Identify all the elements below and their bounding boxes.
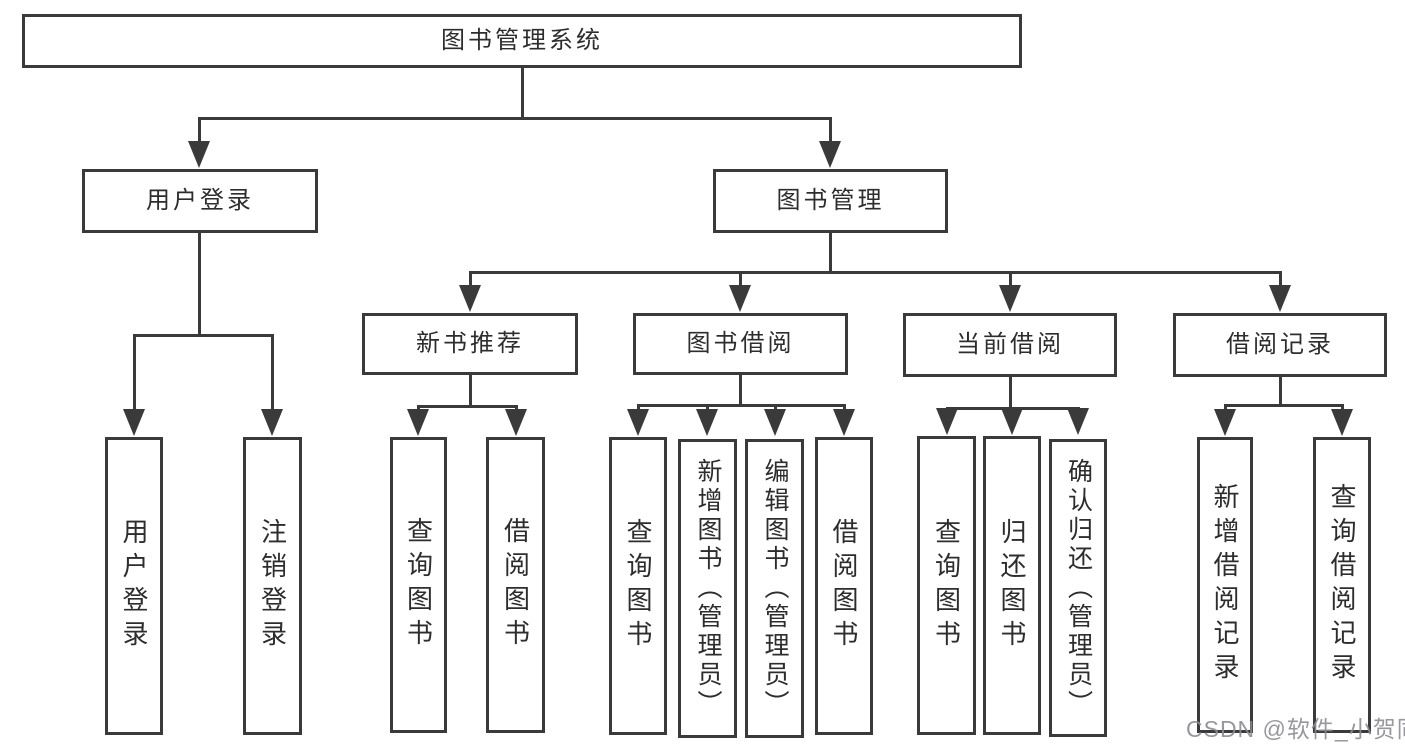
arrow-down-icon <box>729 285 751 312</box>
node-label-root: 图书管理系统 <box>441 27 603 54</box>
node-return-books: 归还图书 <box>983 436 1041 735</box>
node-add-books-admin: 新增图书（管理员） <box>678 439 737 738</box>
arrow-down-icon <box>1214 409 1236 436</box>
node-label-borrow-books-2: 借阅图书 <box>829 518 859 654</box>
arrow-down-icon <box>1001 408 1023 435</box>
connector-drop <box>1278 272 1282 291</box>
node-label-user-login-action: 用户登录 <box>119 518 149 654</box>
connector-stem <box>1278 377 1282 407</box>
connector-bar <box>132 333 274 337</box>
node-label-book-management: 图书管理 <box>776 187 885 214</box>
arrow-down-icon <box>936 408 958 435</box>
node-borrow-books-2: 借阅图书 <box>815 437 873 735</box>
connector-stem <box>1008 377 1012 410</box>
node-label-borrowing-records: 借阅记录 <box>1226 331 1334 358</box>
node-query-books-1: 查询图书 <box>390 437 447 733</box>
node-label-query-borrow-record: 查询借阅记录 <box>1327 483 1357 687</box>
node-query-borrow-record: 查询借阅记录 <box>1313 437 1371 733</box>
arrow-down-icon <box>627 409 649 436</box>
node-label-logout-action: 注销登录 <box>257 518 288 654</box>
arrow-down-icon <box>1269 285 1291 312</box>
node-add-borrow-record: 新增借阅记录 <box>1197 437 1253 733</box>
arrow-down-icon <box>833 409 855 436</box>
node-label-add-borrow-record: 新增借阅记录 <box>1210 483 1240 687</box>
connector-stem <box>468 375 472 408</box>
connector-bar <box>1223 403 1344 407</box>
node-label-confirm-return-admin: 确认归还（管理员） <box>1064 457 1093 719</box>
node-root: 图书管理系统 <box>22 14 1022 68</box>
connector-drop <box>828 118 832 147</box>
arrow-down-icon <box>407 409 429 436</box>
node-label-return-books: 归还图书 <box>997 517 1027 654</box>
connector-drop <box>197 118 201 147</box>
arrow-down-icon <box>123 409 145 436</box>
connector-drop <box>132 335 136 415</box>
arrow-down-icon <box>1331 409 1353 436</box>
node-logout-action: 注销登录 <box>243 437 302 735</box>
connector-bar <box>636 403 846 407</box>
node-query-books-3: 查询图书 <box>917 436 976 735</box>
node-label-borrow-books-1: 借阅图书 <box>500 517 531 653</box>
node-book-management: 图书管理 <box>713 169 948 233</box>
arrow-down-icon <box>261 409 283 436</box>
connector-drop <box>468 272 472 291</box>
node-label-add-books-admin: 新增图书（管理员） <box>694 458 722 719</box>
connector-bar <box>197 116 832 120</box>
arrow-down-icon <box>999 285 1021 312</box>
connector-drop <box>1008 272 1012 291</box>
node-user-login-action: 用户登录 <box>105 437 163 735</box>
connector-stem <box>520 68 524 120</box>
connector-drop <box>738 272 742 291</box>
node-borrowing-records: 借阅记录 <box>1173 313 1387 377</box>
node-label-edit-books-admin: 编辑图书（管理员） <box>761 458 789 719</box>
arrow-down-icon <box>819 141 841 168</box>
arrow-down-icon <box>505 409 527 436</box>
connector-stem <box>738 375 742 407</box>
node-confirm-return-admin: 确认归还（管理员） <box>1049 439 1107 737</box>
node-book-borrowing: 图书借阅 <box>633 313 848 375</box>
arrow-down-icon <box>764 409 786 436</box>
node-label-query-books-3: 查询图书 <box>931 517 962 654</box>
arrow-down-icon <box>188 141 210 168</box>
node-edit-books-admin: 编辑图书（管理员） <box>745 439 804 738</box>
node-user-login: 用户登录 <box>82 169 318 233</box>
node-label-book-borrowing: 图书借阅 <box>686 330 795 357</box>
node-label-new-book-recommend: 新书推荐 <box>416 330 524 357</box>
watermark: CSDN @软件_小贺同学 <box>1186 716 1405 742</box>
node-label-query-books-2: 查询图书 <box>623 518 653 654</box>
node-label-user-login: 用户登录 <box>146 187 254 214</box>
node-new-book-recommend: 新书推荐 <box>362 313 578 375</box>
node-current-borrowing: 当前借阅 <box>903 313 1117 377</box>
arrow-down-icon <box>696 409 718 436</box>
connector-bar <box>416 404 518 408</box>
node-borrow-books-1: 借阅图书 <box>486 437 545 733</box>
connector-bar <box>468 270 1282 274</box>
connector-stem <box>828 233 832 274</box>
connector-stem <box>197 233 201 337</box>
node-label-current-borrowing: 当前借阅 <box>956 331 1064 358</box>
connector-drop <box>270 335 274 415</box>
node-query-books-2: 查询图书 <box>609 437 667 735</box>
arrow-down-icon <box>459 285 481 312</box>
node-label-query-books-1: 查询图书 <box>403 517 434 653</box>
arrow-down-icon <box>1067 408 1089 435</box>
